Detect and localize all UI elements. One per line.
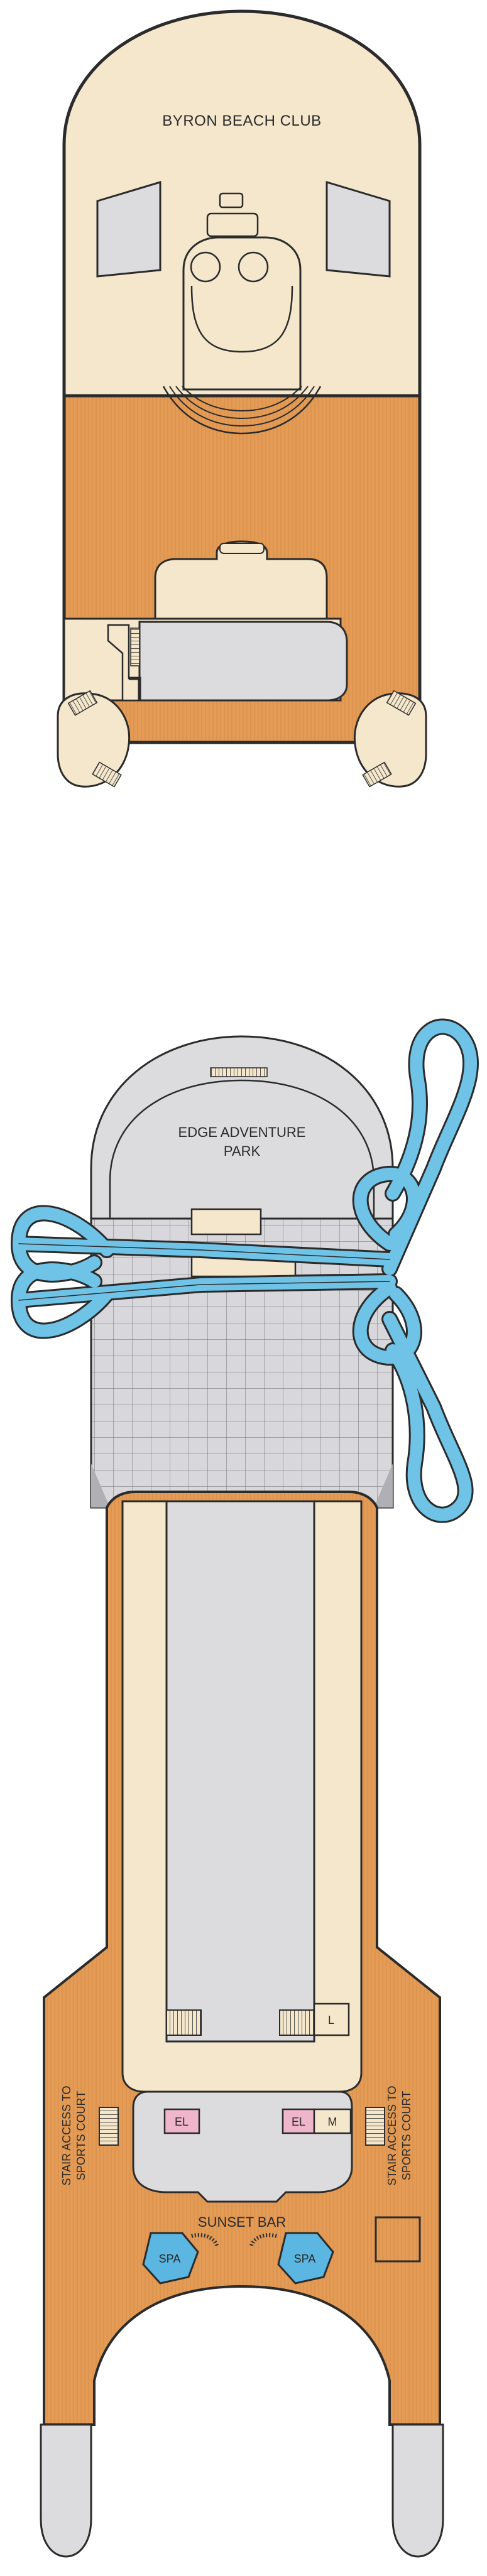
spa-right-label: SPA — [294, 2253, 316, 2265]
lower-deck: EDGE ADVENTURE PARK — [11, 1018, 479, 2558]
stair-access-right-line1: STAIR ACCESS TO — [386, 2085, 398, 2185]
deck-feature-box — [375, 2216, 421, 2263]
sunset-bar-label: SUNSET BAR — [198, 2214, 286, 2230]
lounge-bay-right — [326, 180, 391, 278]
elevator-right — [282, 2108, 315, 2134]
restroom-ladies-label: L — [328, 2014, 334, 2026]
upper-deck: BYRON BEACH CLUB — [57, 9, 427, 788]
spa-pod-left: SPA — [142, 2232, 219, 2285]
court-stairs-left — [166, 2009, 202, 2036]
aft-bulge-left — [57, 690, 131, 788]
central-block-upper — [154, 540, 328, 620]
side-stairs-right — [365, 2107, 385, 2146]
aft-bulge-right — [353, 690, 427, 788]
adventure-park-dome — [90, 1035, 394, 1258]
dome-vent — [210, 1067, 268, 1077]
venue-label-byron-beach-club: BYRON BEACH CLUB — [162, 112, 321, 129]
side-stairs-left — [99, 2107, 119, 2146]
elevator-left-label: EL — [175, 2116, 189, 2128]
stairs-upper — [130, 628, 140, 666]
park-label-line2: PARK — [224, 1143, 261, 1159]
stair-access-left-line2: SPORTS COURT — [75, 2091, 87, 2180]
pool-structure — [162, 192, 322, 435]
court-stairs-right — [279, 2009, 315, 2036]
aft-tip-right — [391, 2423, 444, 2558]
aft-tip-left — [40, 2423, 92, 2558]
lounge-bay-left — [96, 180, 161, 278]
spa-pod-right: SPA — [249, 2232, 334, 2285]
water-slides — [11, 1018, 479, 1523]
spa-left-label: SPA — [159, 2253, 181, 2265]
restroom-men-label: M — [328, 2116, 337, 2128]
stair-access-left-line1: STAIR ACCESS TO — [60, 2085, 73, 2185]
elevator-right-label: EL — [292, 2116, 305, 2128]
park-label-line1: EDGE ADVENTURE — [178, 1124, 306, 1140]
sports-court — [165, 1500, 315, 2043]
restroom-men — [313, 2108, 352, 2134]
elevator-left — [163, 2108, 200, 2134]
bar-interior — [132, 2090, 353, 2203]
aft-interior-grey — [138, 621, 348, 702]
stair-access-right-line2: SPORTS COURT — [400, 2091, 413, 2180]
